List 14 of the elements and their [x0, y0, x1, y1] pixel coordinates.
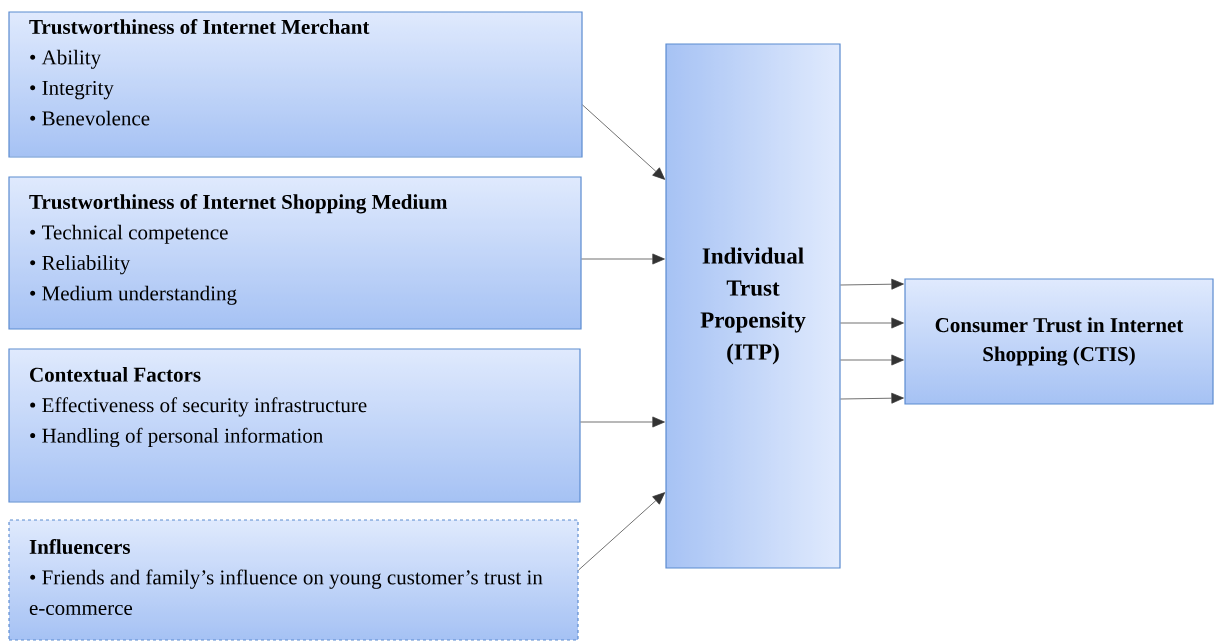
factor-box: Trustworthiness of Internet Merchant • Ability • Integrity • Benevolence: [8, 11, 583, 158]
factor-box: Contextual Factors • Effectiveness of security infrastructure • Handling of personal information: [8, 348, 581, 503]
arrow: [581, 253, 665, 265]
arrow: [578, 492, 666, 571]
arrow: [840, 354, 904, 366]
outcome-box: Consumer Trust in Internet Shopping (CTIS): [904, 278, 1214, 405]
factor-box: Trustworthiness of Internet Shopping Medium • Technical competence • Reliability • Medium understanding: [8, 176, 582, 330]
arrow: [840, 392, 904, 404]
arrow: [582, 104, 666, 180]
arrow: [840, 278, 904, 290]
arrow: [840, 317, 904, 329]
factor-box: Influencers • Friends and family’s influence on young customer’s trust in e-commerce: [8, 519, 579, 641]
arrow: [580, 416, 665, 428]
propensity-box: Individual Trust Propensity (ITP): [665, 43, 841, 569]
